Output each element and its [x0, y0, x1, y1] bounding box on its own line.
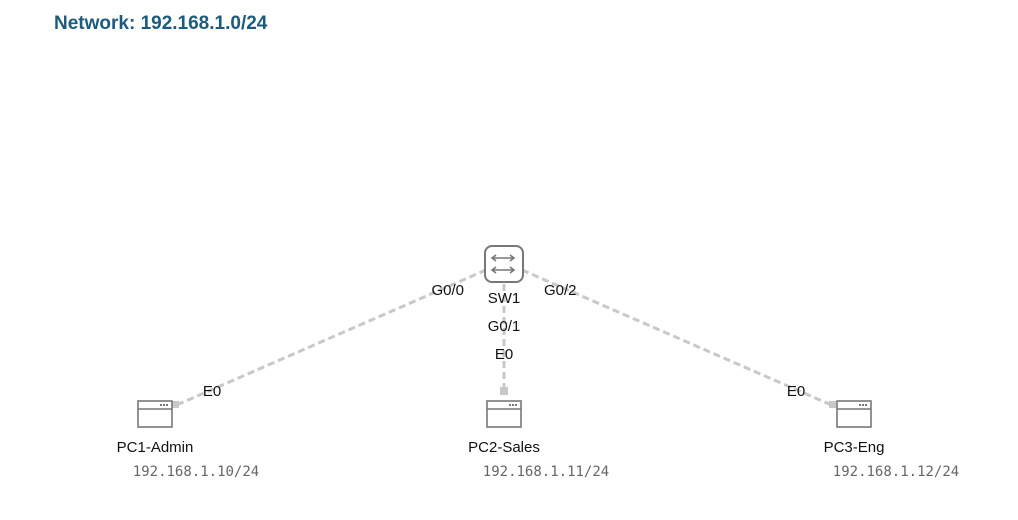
port-label-g00: G0/0: [431, 282, 464, 299]
port-cap-pc2: [500, 387, 508, 395]
link-sw1-pc3: [521, 268, 837, 409]
pc-icon[interactable]: [486, 400, 522, 428]
port-cap-pc1: [172, 401, 179, 408]
pc1-ip: 192.168.1.10/24: [133, 464, 259, 480]
pc3-name: PC3-Eng: [824, 439, 885, 456]
port-label-g01: G0/1: [488, 318, 521, 335]
pc-icon[interactable]: [137, 400, 173, 428]
pc3-ip: 192.168.1.12/24: [833, 464, 959, 480]
pc2-ip: 192.168.1.11/24: [483, 464, 609, 480]
port-cap-pc3: [829, 401, 836, 408]
network-title: Network: 192.168.1.0/24: [54, 13, 268, 34]
pc1-name: PC1-Admin: [117, 439, 194, 456]
port-label-g02: G0/2: [544, 282, 577, 299]
switch-icon[interactable]: [484, 245, 524, 283]
link-sw1-pc1: [171, 268, 487, 409]
port-label-pc1: E0: [203, 383, 221, 400]
switch-label: SW1: [488, 290, 521, 307]
pc-icon[interactable]: [836, 400, 872, 428]
port-label-pc2: E0: [495, 346, 513, 363]
port-label-pc3: E0: [787, 383, 805, 400]
pc2-name: PC2-Sales: [468, 439, 540, 456]
